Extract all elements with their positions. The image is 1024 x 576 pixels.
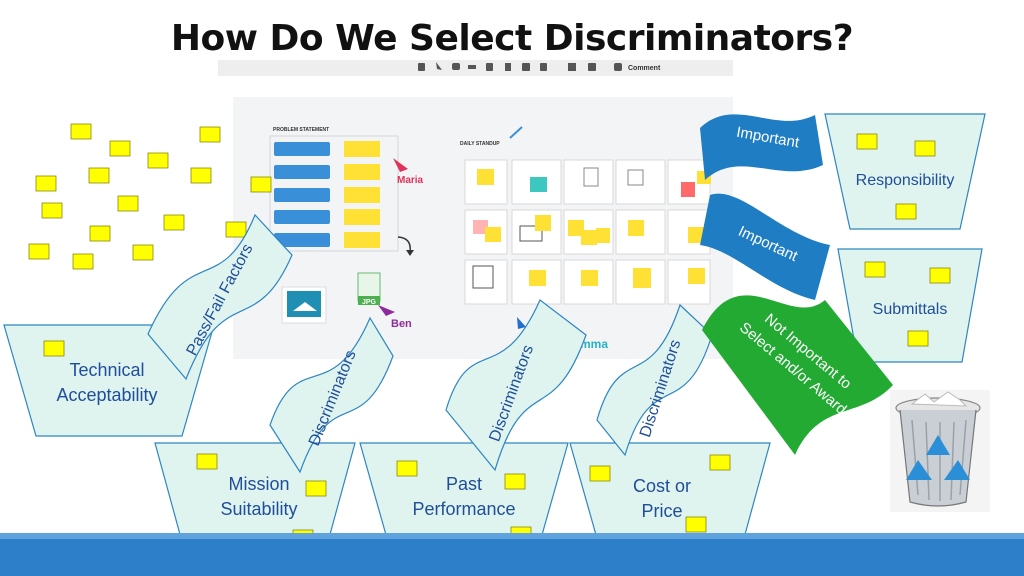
cursor-emma-icon [517,317,526,329]
toolbar-icons [418,62,622,71]
recycle-bin-icon [890,390,990,512]
jpg-label: JPG [362,299,377,306]
bottom-bar [0,533,1024,576]
mission-label-line2: Suitability [220,499,297,519]
past-label-line2: Performance [412,499,515,519]
ribbon-important-1 [700,114,823,180]
cost-label-line2: Price [641,501,682,521]
cursor-ben-label: Ben [391,318,412,330]
problem-statement-rows [269,135,399,252]
cost-label-line1: Cost or [633,476,691,496]
standup-notes [472,167,711,289]
cursor-maria-icon [393,158,408,172]
past-label-line1: Past [446,474,482,494]
cursor-ben-icon [378,305,395,316]
submittals-label: Submittals [873,301,948,318]
technical-label-line1: Technical [69,360,144,380]
ribbon-discriminators-2 [445,299,587,472]
ribbon-discriminators-1 [269,316,394,474]
toolbar-comment-label: Comment [628,65,661,72]
scattered-sticky-notes [28,123,272,270]
daily-standup-label: DAILY STANDUP [460,141,500,147]
ribbon-not-important [702,295,893,455]
cursor-emma-label: mma [580,337,608,351]
ribbon-pass-fail [147,213,293,381]
arrow-icon [397,236,411,253]
whiteboard-screenshot: Comment PROBLEM STATEMENT Maria JPG Ben … [218,60,733,359]
responsibility-label: Responsibility [856,172,955,189]
mission-label-line1: Mission [228,474,289,494]
page-title: How Do We Select Discriminators? [170,18,854,59]
technical-label-line2: Acceptability [56,385,157,405]
problem-statement-label: PROBLEM STATEMENT [273,127,329,133]
cursor-maria-label: Maria [397,175,424,186]
ribbon-important-2 [700,193,830,300]
